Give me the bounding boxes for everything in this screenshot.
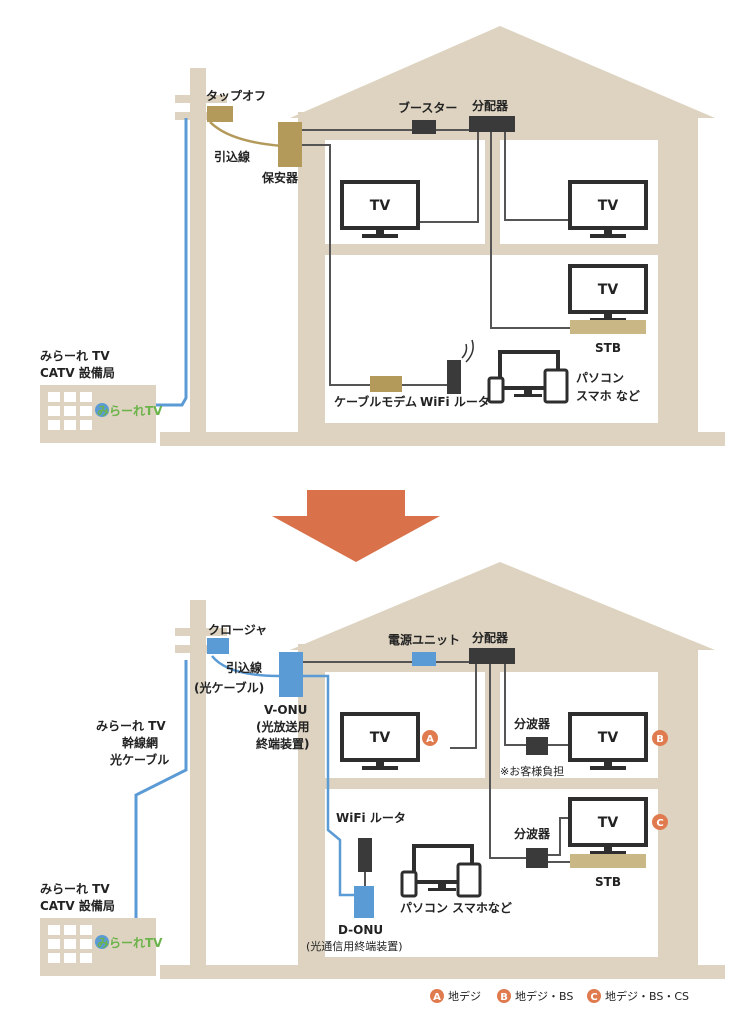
station-label: みらーれ TV bbox=[40, 882, 110, 896]
wave-splitter-label: 分波器 bbox=[514, 826, 551, 841]
svg-text:A: A bbox=[426, 734, 434, 745]
smartphone-icon bbox=[400, 870, 418, 898]
donu-fiber bbox=[303, 674, 358, 897]
svg-text:C: C bbox=[590, 992, 597, 1003]
vonu-label: V-ONU bbox=[264, 703, 307, 717]
wave-splitter-label: 分波器 bbox=[514, 716, 551, 731]
legend-item-a: A 地デジ bbox=[430, 989, 481, 1003]
svg-text:B: B bbox=[656, 734, 664, 745]
tv-label: TV bbox=[598, 282, 619, 298]
vonu-device bbox=[279, 652, 303, 697]
catv-logo: みらーれTV bbox=[95, 403, 163, 418]
legend-a-label: 地デジ bbox=[448, 989, 481, 1003]
booster-device bbox=[412, 120, 436, 134]
booster-label: ブースター bbox=[398, 100, 457, 115]
logo-text: みらーれTV bbox=[97, 404, 163, 418]
protector-label: 保安器 bbox=[261, 170, 299, 185]
before-section: みらーれTV タップオフ 引込線 保安器 ブースター 分配器 TV TV TV … bbox=[40, 26, 725, 446]
drop-cable-label: 引込線 bbox=[214, 149, 250, 164]
modem-cable bbox=[302, 144, 370, 386]
wifi-router-device-after bbox=[358, 838, 372, 872]
cable-modem-device bbox=[370, 376, 402, 392]
customer-note: ※お客様負担 bbox=[500, 764, 564, 778]
catv-station-before bbox=[40, 385, 156, 443]
legend: A 地デジ B 地デジ・BS C 地デジ・BS・CS bbox=[430, 989, 689, 1003]
station-label: みらーれ TV bbox=[40, 349, 110, 363]
vonu-sub-label: (光放送用 bbox=[256, 719, 310, 734]
legend-b-label: 地デジ・BS bbox=[515, 989, 573, 1003]
legend-c-label: 地デジ・BS・CS bbox=[605, 989, 689, 1003]
logo-text: みらーれTV bbox=[97, 936, 163, 950]
tv-label: TV bbox=[598, 815, 619, 831]
tablet-icon bbox=[456, 862, 482, 898]
badge-a: A bbox=[422, 730, 438, 746]
tv-label: TV bbox=[370, 730, 391, 746]
trunk-label: みらーれ TV bbox=[96, 719, 166, 733]
tv-label: TV bbox=[598, 730, 619, 746]
closure-device bbox=[207, 638, 229, 654]
transition-arrow bbox=[272, 490, 440, 562]
wave-splitter-device bbox=[526, 848, 548, 868]
stb-label: STB bbox=[595, 875, 621, 889]
stb-label: STB bbox=[595, 341, 621, 355]
station-label: CATV 設備局 bbox=[40, 365, 115, 380]
donu-sub-label: (光通信用終端装置) bbox=[306, 939, 403, 953]
smartphone-icon bbox=[487, 376, 505, 404]
trunk-fiber-after bbox=[134, 660, 188, 918]
catv-logo: みらーれTV bbox=[95, 935, 163, 950]
cable-modem-label: ケーブルモデム bbox=[334, 394, 417, 409]
ground bbox=[160, 432, 725, 446]
svg-text:B: B bbox=[500, 992, 508, 1003]
badge-c: C bbox=[652, 814, 668, 830]
drop-cable-sub-label: (光ケーブル) bbox=[194, 680, 264, 695]
wifi-router-label: WiFi ルータ bbox=[420, 395, 490, 409]
wave-splitter-device bbox=[526, 737, 548, 755]
trunk-cable-before bbox=[156, 118, 188, 407]
after-section: A B C みらーれTV クロージャ 引込線 (光ケーブル) V-ONU (光放… bbox=[40, 562, 725, 979]
badge-b: B bbox=[652, 730, 668, 746]
drop-fiber bbox=[211, 655, 280, 678]
vonu-sub-label: 終端装置) bbox=[256, 736, 310, 751]
splitter-device-after bbox=[469, 648, 515, 664]
donu-label: D-ONU bbox=[338, 923, 383, 937]
legend-item-b: B 地デジ・BS bbox=[497, 989, 573, 1003]
wifi-router-device-before bbox=[447, 360, 461, 394]
svg-text:A: A bbox=[433, 992, 441, 1003]
trunk-label: 光ケーブル bbox=[109, 752, 169, 767]
pc-label: スマホ など bbox=[576, 389, 640, 403]
closure-label: クロージャ bbox=[208, 623, 267, 637]
splitter-label: 分配器 bbox=[472, 98, 509, 113]
legend-item-c: C 地デジ・BS・CS bbox=[587, 989, 689, 1003]
svg-text:C: C bbox=[656, 818, 663, 829]
tv-label: TV bbox=[370, 198, 391, 214]
splitter-device-before bbox=[469, 116, 515, 132]
donu-device bbox=[354, 886, 374, 918]
trunk-label: 幹線網 bbox=[122, 735, 158, 750]
ground bbox=[160, 965, 725, 979]
stb-device-after bbox=[570, 854, 646, 868]
tablet-icon bbox=[543, 368, 569, 404]
protector-device bbox=[278, 122, 302, 167]
tap-off-device bbox=[207, 106, 233, 122]
power-unit-label: 電源ユニット bbox=[388, 632, 460, 647]
tap-off-label: タップオフ bbox=[206, 88, 266, 103]
utility-pole-before bbox=[175, 68, 227, 434]
wifi-router-label: WiFi ルータ bbox=[336, 811, 406, 825]
splitter-label: 分配器 bbox=[472, 630, 509, 645]
utility-pole-after bbox=[175, 600, 227, 966]
power-unit-device bbox=[412, 652, 436, 666]
drop-cable-label: 引込線 bbox=[226, 660, 262, 675]
wifi-signal-icon bbox=[461, 339, 474, 363]
drop-cable-before bbox=[209, 121, 284, 148]
station-label: CATV 設備局 bbox=[40, 898, 115, 913]
stb-device-before bbox=[570, 320, 646, 334]
pc-label: パソコン スマホなど bbox=[400, 901, 512, 915]
pc-label: パソコン bbox=[576, 371, 624, 385]
tv-label: TV bbox=[598, 198, 619, 214]
